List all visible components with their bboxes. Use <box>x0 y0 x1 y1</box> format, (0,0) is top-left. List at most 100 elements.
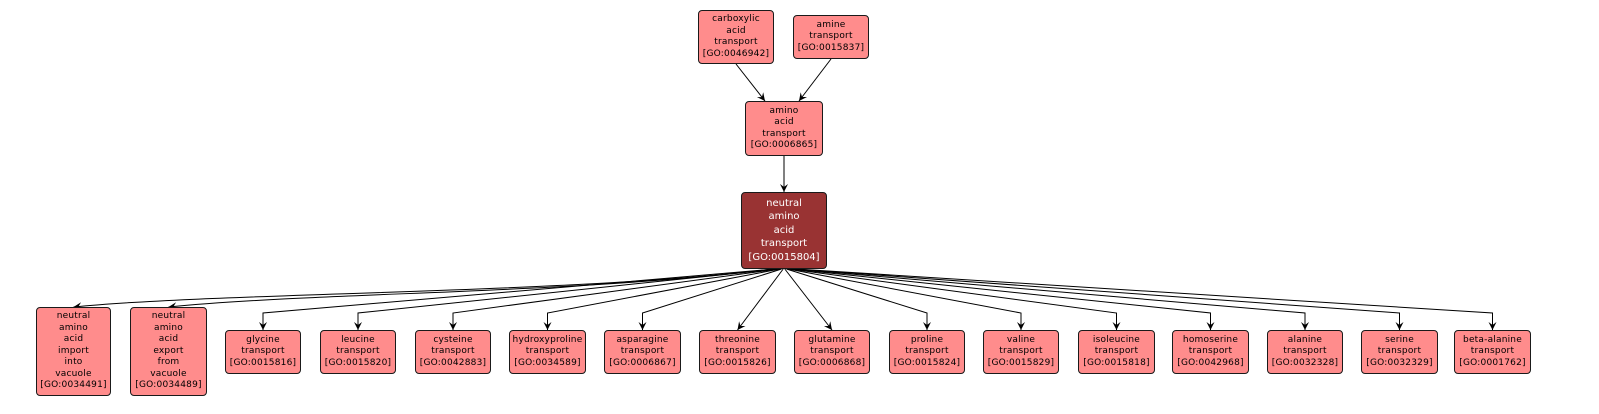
graph-edge <box>784 268 833 331</box>
go-term-label: transport <box>809 31 853 42</box>
go-term-label: acid <box>726 25 746 36</box>
go-term-label: transport <box>336 346 380 357</box>
go-term-label: transport <box>525 346 570 357</box>
go-term-id: [GO:0015818] <box>1083 357 1150 368</box>
graph-edge <box>452 268 779 330</box>
go-term-label: neutral <box>766 197 802 209</box>
graph-edge <box>794 268 1400 330</box>
go-term-id: [GO:0034489] <box>135 380 202 391</box>
arrowhead-icon <box>799 92 808 101</box>
arrowhead-icon <box>1301 322 1309 330</box>
go-term-label: neutral <box>151 311 186 322</box>
arrowhead-icon <box>1488 322 1497 330</box>
go-term-label: amino <box>154 322 183 333</box>
arrowhead-icon <box>1395 322 1404 330</box>
graph-edge <box>789 268 1117 330</box>
go-term-label: transport <box>810 346 854 357</box>
go-term-label: amino <box>768 211 800 223</box>
go-term-id: [GO:0032328] <box>1271 357 1339 368</box>
graph-edge <box>735 63 766 102</box>
graph-edge <box>547 268 781 330</box>
go-term-label: into <box>64 357 83 368</box>
arrowhead-icon <box>1206 322 1215 330</box>
go-term-label: transport <box>431 346 475 357</box>
go-term-label: glycine <box>246 334 280 345</box>
graph-edge <box>791 268 1211 330</box>
graph-edge <box>798 58 832 102</box>
arrowhead-icon <box>638 322 647 330</box>
graph-edge <box>787 268 1022 330</box>
graph-edge <box>642 268 782 330</box>
graph-edge <box>737 268 784 331</box>
go-term-id: [GO:0006865] <box>750 140 818 150</box>
graph-edge <box>795 268 1493 330</box>
arrowhead-icon <box>737 321 746 330</box>
go-term-id: [GO:0032329] <box>1366 357 1433 368</box>
go-term-label: cysteine <box>433 334 473 345</box>
go-term-id: [GO:0042968] <box>1177 357 1244 368</box>
go-term-label: amine <box>816 19 846 30</box>
go-term-id: [GO:0006867] <box>609 357 676 368</box>
go-term-id: [GO:0015829] <box>987 357 1055 368</box>
go-term-label: threonine <box>714 334 761 345</box>
go-term-label: transport <box>760 238 808 250</box>
go-term-label: beta-alanine <box>1463 334 1522 345</box>
go-term-label: from <box>157 357 180 368</box>
go-term-id: [GO:0034491] <box>40 380 107 391</box>
go-term-label: transport <box>905 346 949 357</box>
graph-edge <box>357 268 777 330</box>
go-term-label: transport <box>1094 346 1139 357</box>
go-term-id: [GO:0015826] <box>704 357 771 368</box>
go-term-label: transport <box>714 37 758 47</box>
go-term-label: transport <box>1188 346 1233 357</box>
go-term-label: isoleucine <box>1092 334 1141 345</box>
go-term-label: acid <box>773 224 795 236</box>
go-term-id: [GO:0006868] <box>798 357 866 368</box>
go-term-id: [GO:0046942] <box>702 48 770 59</box>
go-term-id: [GO:0042883] <box>419 357 487 368</box>
arrowhead-icon <box>449 322 457 330</box>
go-term-label: import <box>58 345 89 356</box>
go-term-label: valine <box>1006 334 1036 345</box>
graph-edge <box>786 268 928 330</box>
go-term-label: leucine <box>341 334 375 345</box>
arrowhead-icon <box>543 322 552 330</box>
go-term-label: homoserine <box>1182 334 1239 345</box>
go-term-id: [GO:0015820] <box>324 357 392 368</box>
arrowhead-icon <box>1017 322 1025 330</box>
go-term-label: transport <box>241 346 285 357</box>
graph-edge <box>262 268 776 330</box>
go-term-label: serine <box>1385 334 1414 345</box>
arrowhead-icon <box>259 322 267 330</box>
go-term-label: export <box>153 345 184 356</box>
go-term-label: carboxylic <box>712 14 760 24</box>
go-term-label: glutamine <box>808 334 856 345</box>
go-term-label: transport <box>999 346 1043 357</box>
go-term-label: vacuole <box>55 368 92 379</box>
go-term-label: transport <box>620 346 665 357</box>
graph-edge <box>792 268 1306 330</box>
graph-edge <box>73 268 773 308</box>
go-term-label: proline <box>910 334 944 345</box>
arrowhead-icon <box>354 322 362 330</box>
